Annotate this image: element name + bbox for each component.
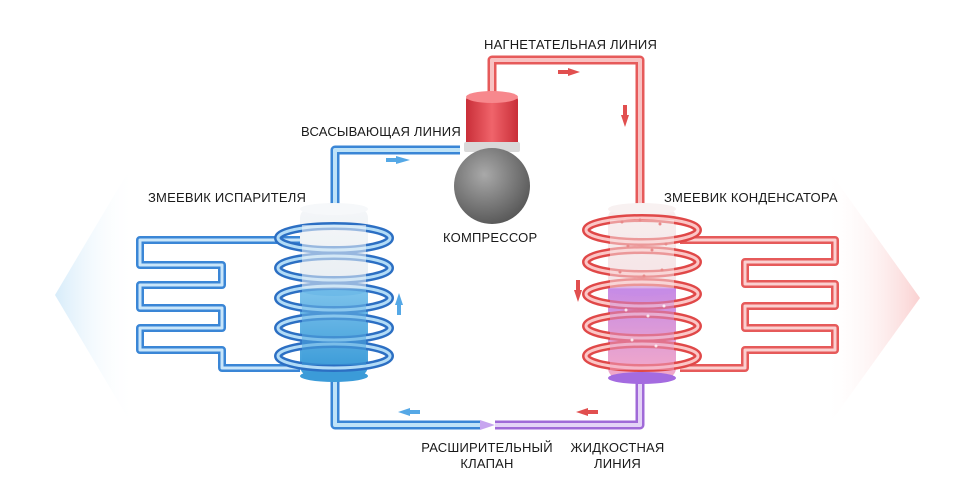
cold-air-arrow	[55, 160, 135, 430]
compressor-label: КОМПРЕССОР	[443, 230, 538, 245]
liquid-line-pipe	[495, 375, 645, 430]
flow-arrow-evap-up	[395, 293, 403, 305]
flow-arrow-condenser	[574, 290, 582, 302]
suction-line-label: ВСАСЫВАЮЩАЯ ЛИНИЯ	[301, 124, 461, 139]
expansion-valve-label-line2: КЛАПАН	[460, 456, 514, 471]
discharge-line-label: НАГНЕТАТЕЛЬНАЯ ЛИНИЯ	[484, 37, 658, 52]
expansion-valve-label-line1: РАСШИРИТЕЛЬНЫЙ	[421, 440, 553, 455]
flow-arrow-expansion	[398, 408, 410, 416]
flow-arrow-discharge	[568, 68, 580, 76]
evaporator-coil-label: ЗМЕЕВИК ИСПАРИТЕЛЯ	[148, 190, 307, 205]
liquid-line-label-line1: ЖИДКОСТНАЯ	[570, 440, 665, 455]
condenser-coil-label: ЗМЕЕВИК КОНДЕНСАТОРА	[664, 190, 838, 205]
hot-air-arrow	[825, 165, 920, 430]
expansion-valve-label: РАСШИРИТЕЛЬНЫЙ КЛАПАН	[417, 440, 557, 472]
expansion-valve-shape	[480, 420, 495, 430]
expansion-return-pipe	[330, 375, 480, 430]
flow-arrow-suction	[396, 156, 410, 164]
flow-arrow-down-right	[621, 115, 629, 127]
compressor-cylinder	[466, 96, 518, 146]
compressor-body	[454, 148, 530, 224]
liquid-line-label: ЖИДКОСТНАЯ ЛИНИЯ	[565, 440, 670, 472]
condenser-bubbles	[618, 218, 668, 278]
flow-arrow-liquid	[576, 408, 588, 416]
liquid-line-label-line2: ЛИНИЯ	[594, 456, 641, 471]
